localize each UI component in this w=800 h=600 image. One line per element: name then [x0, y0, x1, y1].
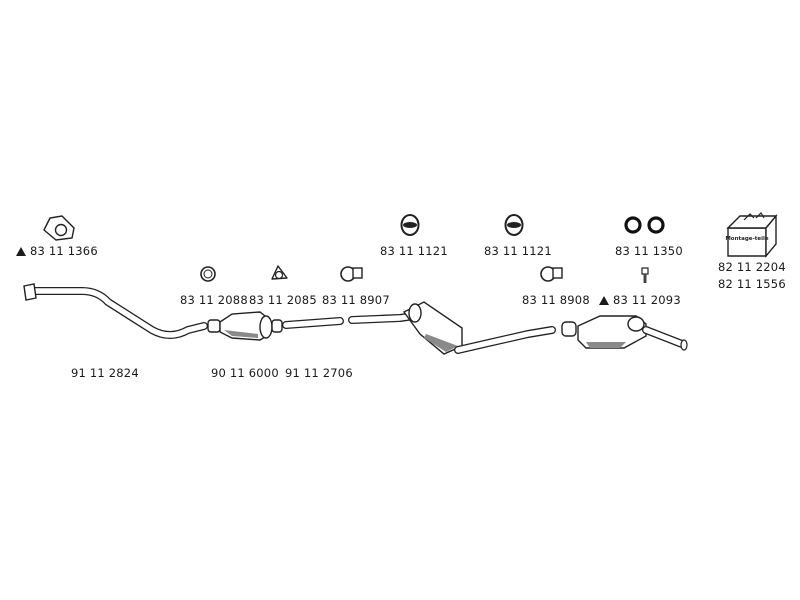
- part-number-triangular-gasket: 83 11 2085: [249, 293, 317, 307]
- rubber-hanger-icon: [504, 214, 524, 236]
- part-number-bolt: 83 11 2093: [599, 293, 681, 307]
- part-number-ring-seal: 83 11 2088: [180, 293, 248, 307]
- part-number-front-pipe: 91 11 2824: [71, 366, 139, 380]
- intermediate-pipe-icon: [282, 312, 418, 329]
- o-ring-pair-icon: [624, 216, 665, 234]
- part-number-intermediate-pipe: 91 11 2706: [285, 366, 353, 380]
- triangle-marker-icon: [599, 296, 609, 305]
- kit-box-label: Montage-teile: [725, 236, 769, 242]
- part-number-mounting-kit-2: 82 11 1556: [718, 277, 786, 291]
- part-number-catalytic-converter: 90 11 6000: [211, 366, 279, 380]
- ring-seal-icon: [200, 266, 216, 282]
- pipe-clamp-icon: [540, 266, 563, 282]
- rubber-hanger-icon: [400, 214, 420, 236]
- part-number-clamp-2: 83 11 8908: [522, 293, 590, 307]
- part-number-mounting-kit-1: 82 11 2204: [718, 260, 786, 274]
- part-number-ring-pair: 83 11 1350: [615, 244, 683, 258]
- part-number-clamp-1: 83 11 8907: [322, 293, 390, 307]
- centre-silencer-icon: [402, 301, 556, 355]
- triangle-marker-icon: [16, 247, 26, 256]
- bolt-icon: [641, 267, 649, 283]
- part-number-hanger-1: 83 11 1121: [380, 244, 448, 258]
- flange-gasket-icon: [43, 215, 75, 241]
- catalytic-converter-icon: [207, 311, 283, 341]
- part-number-flange-gasket: 83 11 1366: [16, 244, 98, 258]
- pipe-clamp-icon: [340, 266, 363, 282]
- triangular-gasket-icon: [271, 265, 288, 280]
- front-pipe-icon: [23, 283, 208, 339]
- mounting-kit-box-icon: Montage-teile: [725, 212, 778, 258]
- part-number-hanger-2: 83 11 1121: [484, 244, 552, 258]
- rear-silencer-icon: [561, 315, 688, 351]
